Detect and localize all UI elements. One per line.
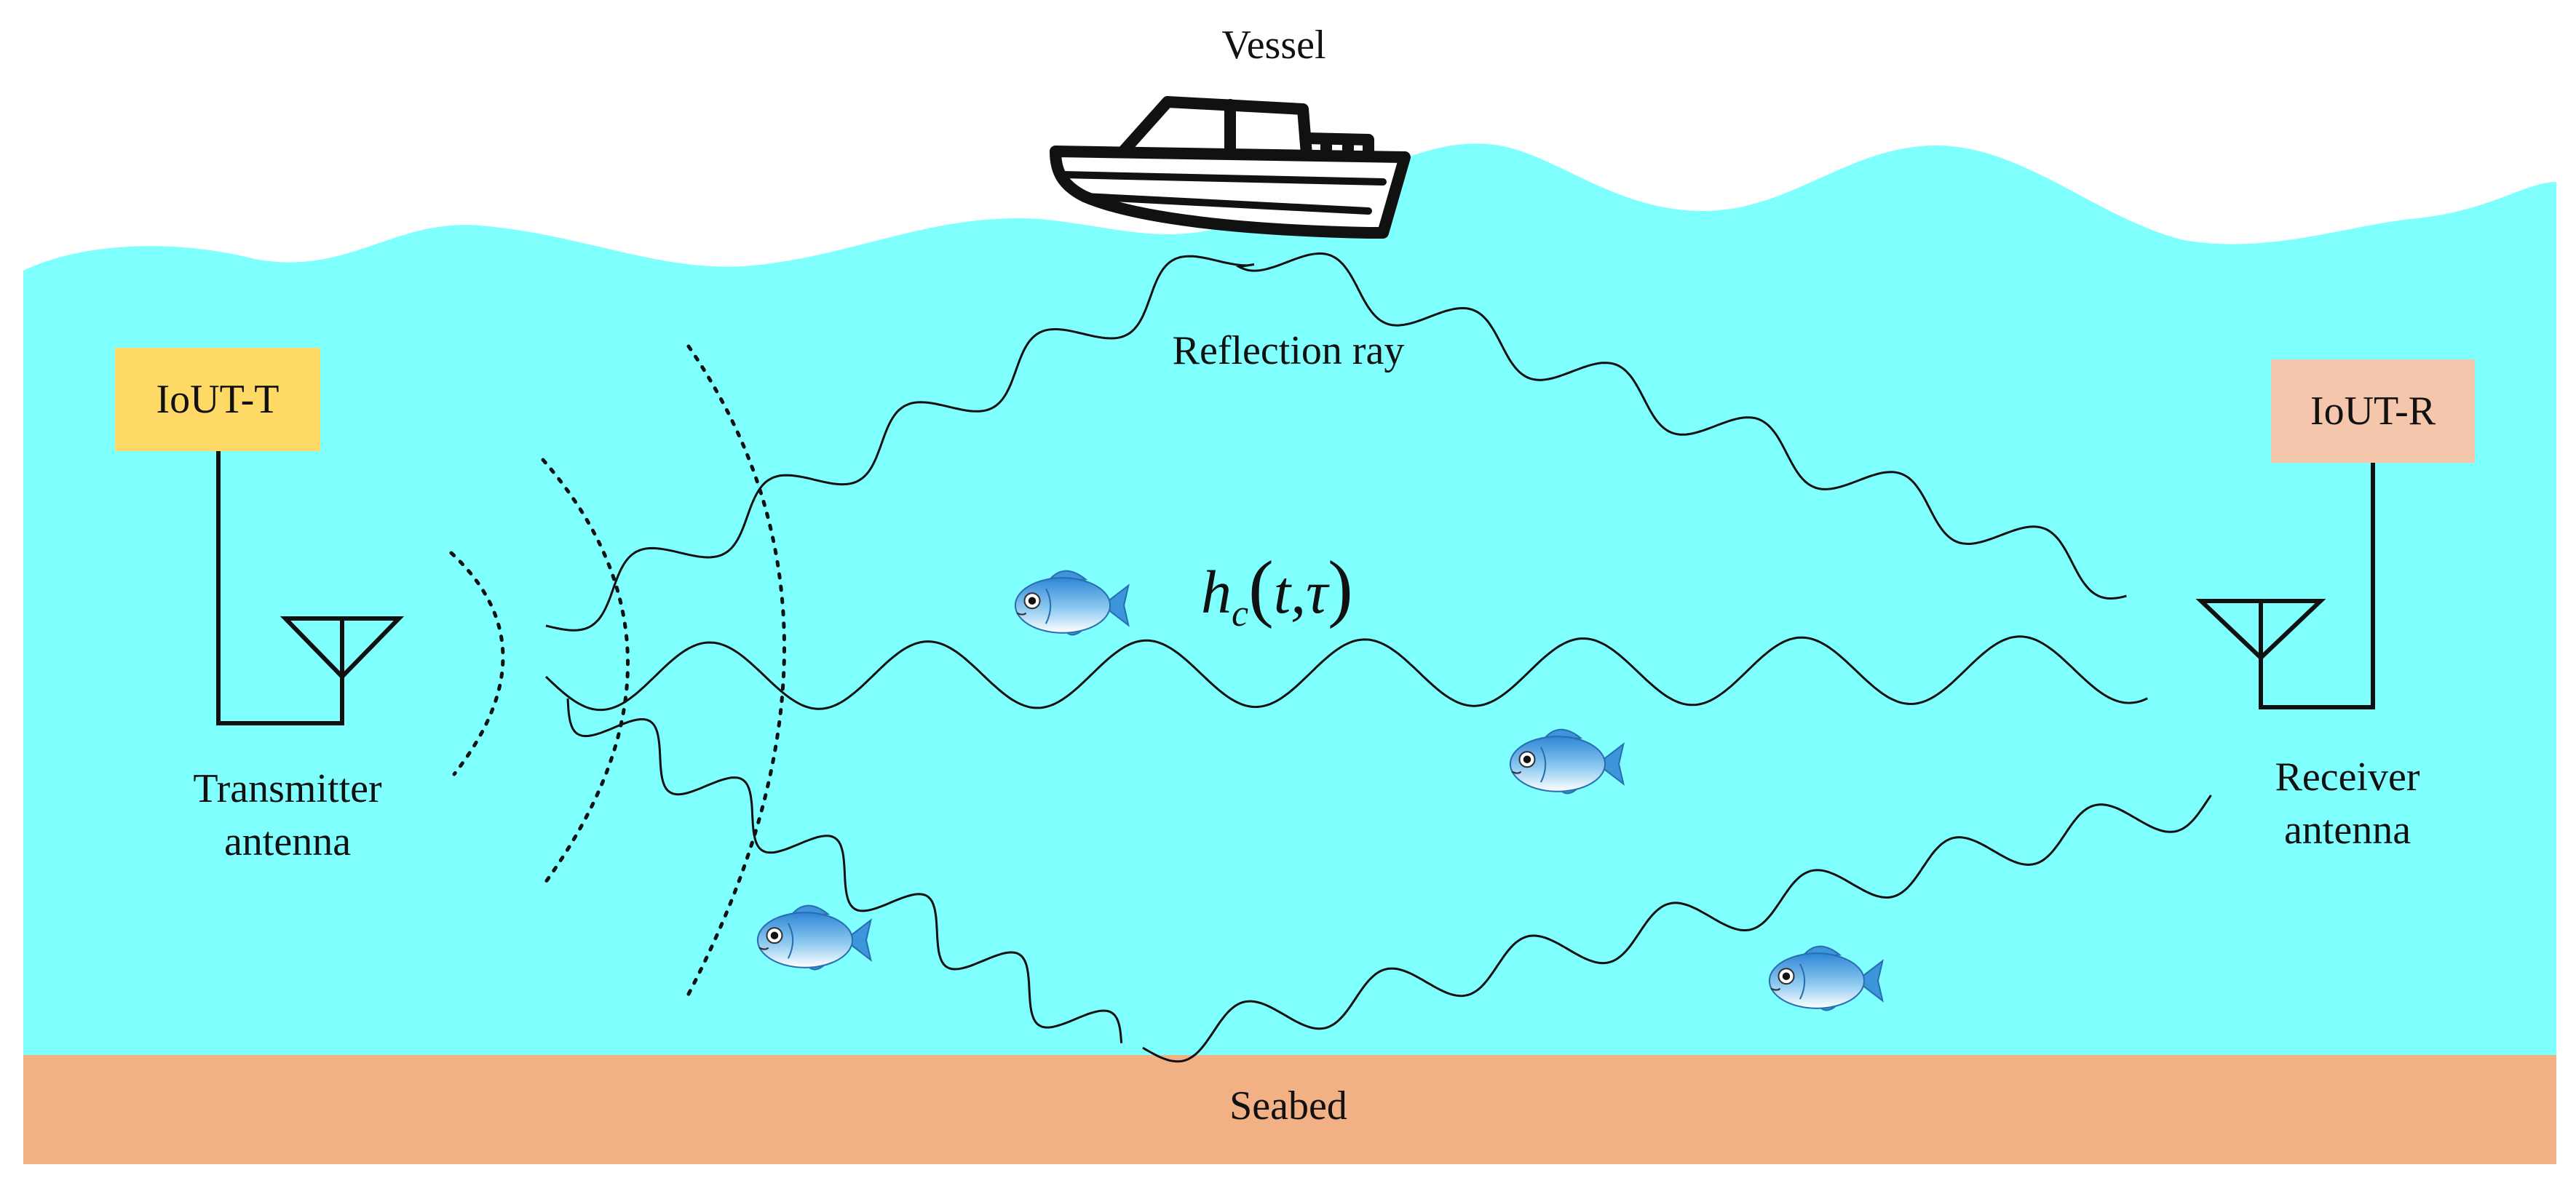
receiver-label-line1: Receiver	[2275, 755, 2420, 800]
water-body	[23, 143, 2556, 1056]
reflection-ray-label: Reflection ray	[1172, 328, 1405, 373]
wavefront-arcs	[449, 344, 786, 999]
channel-symbol: h	[1201, 559, 1232, 626]
iout-t-label: IoUT-T	[156, 377, 280, 422]
channel-subscript: c	[1232, 592, 1249, 634]
seabed-reflection-ray	[1142, 795, 2212, 1063]
channel-args: t,τ	[1273, 559, 1328, 626]
seabed-incident-ray	[566, 698, 1123, 1043]
propagation-rays	[544, 252, 2212, 1063]
vessel-icon	[1050, 96, 1411, 239]
receiver-wire	[2259, 463, 2375, 709]
iout-r-label: IoUT-R	[2310, 389, 2436, 434]
direct-path-ray	[544, 635, 2148, 712]
seabed-layer	[23, 1055, 2556, 1164]
seabed-label: Seabed	[1229, 1083, 1347, 1129]
channel-response-formula: hc(t,τ)	[1201, 546, 1353, 634]
vessel-label: Vessel	[1221, 23, 1326, 68]
iout-t-box-bg	[115, 348, 320, 451]
iout-r-box-bg	[2271, 359, 2475, 463]
antenna-icon	[280, 616, 405, 680]
transmitter-wire	[216, 451, 344, 725]
transmitter-label-line1: Transmitter	[193, 766, 382, 811]
receiver-label-line2: antenna	[2283, 807, 2411, 853]
antenna-icon	[2195, 599, 2326, 661]
receiver-antenna-label: Receiver antenna	[2227, 751, 2468, 857]
transmitter-antenna-label: Transmitter antenna	[124, 763, 451, 869]
surface-reflection-ray	[545, 252, 2127, 632]
transmitter-label-line2: antenna	[223, 819, 352, 864]
